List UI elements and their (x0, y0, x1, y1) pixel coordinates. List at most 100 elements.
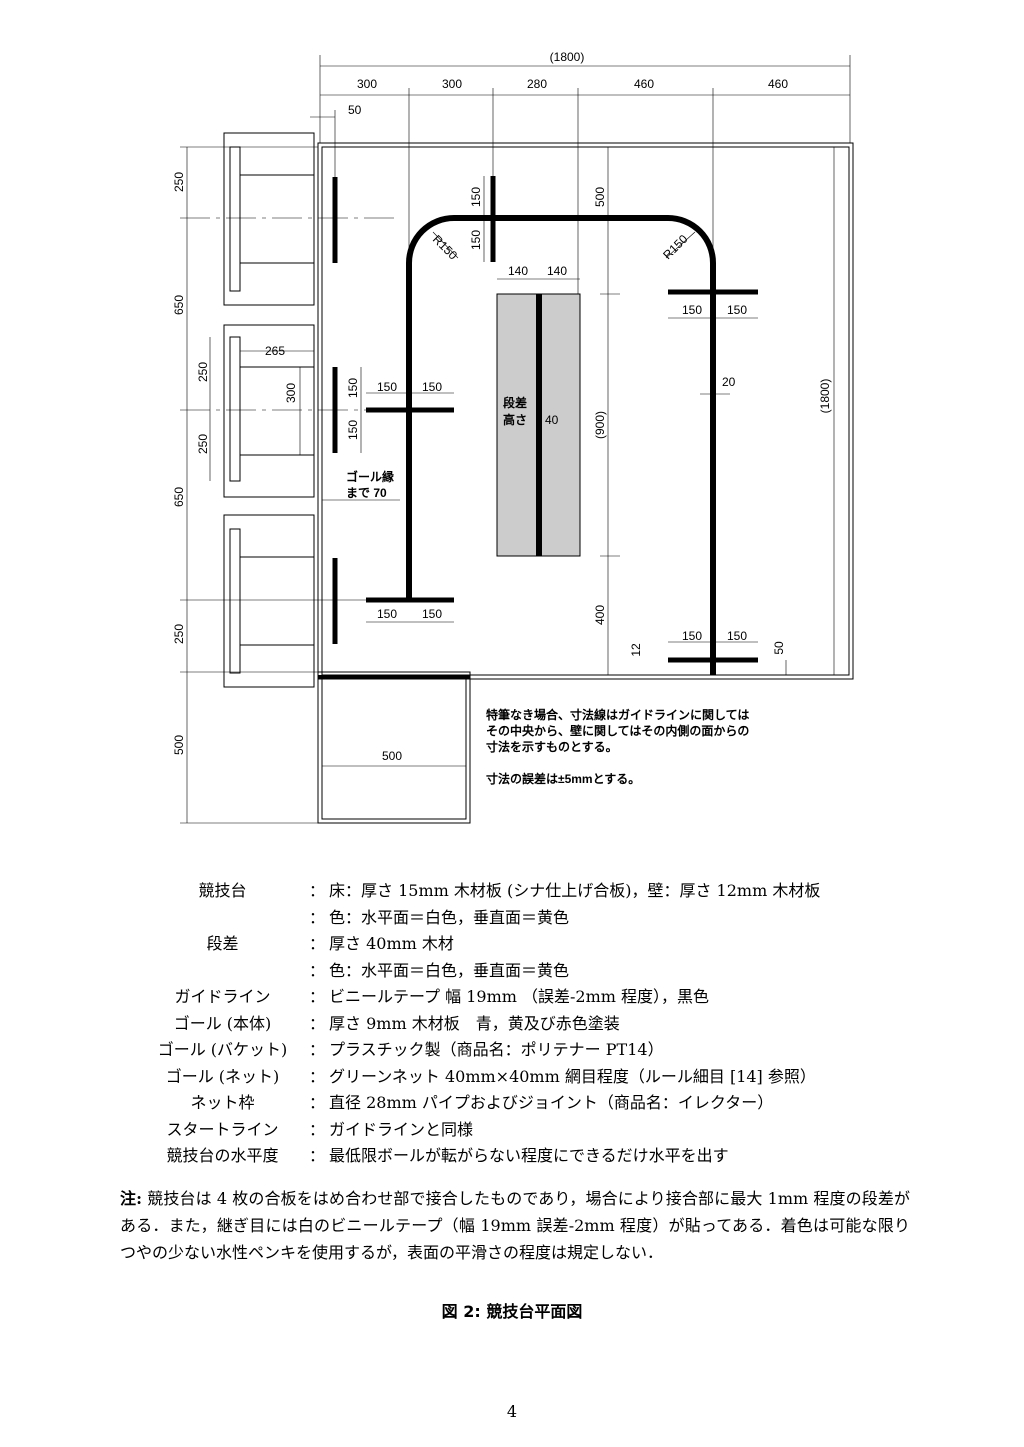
spec-row: 競技台の水平度：最低限ボールが転がらない程度にできるだけ水平を出す (140, 1141, 820, 1168)
goal-edge-label: ゴール縁 (346, 469, 394, 484)
dim-top-1: 300 (357, 77, 377, 91)
dim-start-width: 500 (382, 749, 402, 763)
field-wall (317, 142, 854, 824)
spec-row: 段差 ：厚さ 40mm 木材 (140, 929, 820, 956)
dim-400: 400 (593, 605, 607, 625)
spec-value: ガイドラインと同様 (329, 1119, 474, 1139)
diagram-note: 特筆なき場合、寸法線はガイドラインに関しては (486, 707, 749, 722)
dim-150: 150 (346, 420, 360, 440)
dim-50: 50 (772, 641, 786, 655)
note-body: 競技台は 4 枚の合板をはめ合わせ部で接合したものであり，場合により接合部に最大… (120, 1189, 910, 1262)
goal-h1: 250 (196, 362, 210, 382)
goal-edge-label: まで 70 (346, 486, 387, 500)
spec-colon: ： (308, 1066, 325, 1086)
dim-900: (900) (593, 411, 607, 439)
field-plan-diagram: (1800) 300 300 280 460 460 50 250 650 65… (172, 50, 854, 824)
spec-value: 厚さ 9mm 木材板 青，黄及び赤色塗装 (329, 1013, 620, 1033)
dim-left-4: 250 (172, 624, 186, 644)
tolerance-note: 寸法の誤差は±5mmとする。 (486, 771, 640, 786)
dimension-lines (180, 55, 851, 824)
spec-label: 競技台の水平度 (166, 1146, 279, 1166)
spec-row: ゴール (バケット) ：プラスチック製（商品名：ポリテナー PT14） (140, 1035, 820, 1062)
dim-20: 20 (722, 375, 736, 389)
dim-150: 150 (727, 629, 747, 643)
dim-150: 150 (682, 629, 702, 643)
guide-line (406, 215, 716, 675)
dim-150: 150 (346, 378, 360, 398)
dim-150: 150 (727, 303, 747, 317)
dim-150: 150 (377, 380, 397, 394)
dim-top-3: 280 (527, 77, 547, 91)
spec-colon: ： (308, 1146, 325, 1166)
spec-value: 色：水平面＝白色，垂直面＝黄色 (329, 960, 570, 980)
goals (223, 132, 315, 688)
spec-label: ガイドライン (174, 987, 271, 1007)
dim-total-width: (1800) (550, 50, 585, 64)
spec-colon: ： (308, 907, 325, 927)
dim-150: 150 (422, 607, 442, 621)
dim-top-4: 460 (634, 77, 654, 91)
step-label: 段差 (503, 395, 527, 410)
spec-label: ネット枠 (190, 1093, 255, 1113)
spec-colon: ： (308, 1013, 325, 1033)
goal-width: 265 (265, 344, 285, 358)
page-number: 4 (506, 1402, 518, 1421)
spec-colon: ： (308, 1040, 325, 1060)
spec-label: スタートライン (166, 1119, 279, 1139)
diagram-note: 寸法を示すものとする。 (486, 739, 618, 754)
dim-top-5: 460 (768, 77, 788, 91)
step-height: 40 (545, 413, 559, 427)
spec-label: ゴール (本体) (173, 1013, 272, 1033)
dim-1800: (1800) (818, 379, 832, 414)
spec-value: 床：厚さ 15mm 木材板 (シナ仕上げ合板)，壁：厚さ 12mm 木材板 (329, 881, 821, 901)
dim-left-5: 500 (172, 735, 186, 755)
spec-colon: ： (308, 881, 325, 901)
spec-row: スタートライン ：ガイドラインと同様 (140, 1115, 820, 1142)
dim-140: 140 (508, 264, 528, 278)
spec-row: ガイドライン：ビニールテープ 幅 19mm （誤差-2mm 程度），黒色 (140, 982, 820, 1009)
spec-row: ：色：水平面＝白色，垂直面＝黄色 (140, 956, 820, 983)
spec-label: ゴール (バケット) (157, 1040, 288, 1060)
dim-500: 500 (593, 187, 607, 207)
dim-140: 140 (547, 264, 567, 278)
dim-12: 12 (629, 643, 643, 657)
spec-value: 厚さ 40mm 木材 (329, 934, 454, 954)
spec-colon: ： (308, 1093, 325, 1113)
spec-colon: ： (308, 934, 325, 954)
spec-row: 競技台 ：床：厚さ 15mm 木材板 (シナ仕上げ合板)，壁：厚さ 12mm 木材… (140, 876, 820, 903)
dim-left-2: 650 (172, 295, 186, 315)
spec-value: 色：水平面＝白色，垂直面＝黄色 (329, 907, 570, 927)
spec-row: ネット枠 ：直径 28mm パイプおよびジョイント（商品名：イレクター） (140, 1088, 820, 1115)
radius-label-2: R150 (660, 232, 690, 262)
spec-colon: ： (308, 960, 325, 980)
spec-colon: ： (308, 1119, 325, 1139)
spec-label: 競技台 (198, 881, 247, 901)
radius-label: R150 (430, 232, 460, 262)
goal-h2: 250 (196, 434, 210, 454)
spec-value: グリーンネット 40mm×40mm 網目程度（ルール細目 [14] 参照） (329, 1066, 816, 1086)
spec-value: 直径 28mm パイプおよびジョイント（商品名：イレクター） (329, 1093, 774, 1113)
dim-150: 150 (682, 303, 702, 317)
dim-left-1: 250 (172, 172, 186, 192)
spec-value: プラスチック製（商品名：ポリテナー PT14） (329, 1040, 664, 1060)
dim-top-50: 50 (348, 103, 362, 117)
spec-row: ゴール (ネット) ：グリーンネット 40mm×40mm 網目程度（ルール細目 [… (140, 1062, 820, 1089)
figure-caption: 図 2: 競技台平面図 (441, 1302, 583, 1321)
dim-top-2: 300 (442, 77, 462, 91)
spec-list: 競技台：床：厚さ 15mm 木材板 (シナ仕上げ合板)，壁：厚さ 12mm 木材… (140, 876, 821, 1168)
spec-label: 段差 (206, 934, 239, 954)
note-head: 注: (120, 1189, 143, 1208)
spec-row: ：色：水平面＝白色，垂直面＝黄色 (140, 903, 820, 930)
dim-left-3: 650 (172, 487, 186, 507)
spec-colon: ： (308, 987, 325, 1007)
step-label: 高さ (503, 412, 527, 427)
spec-label: ゴール (ネット) (165, 1066, 280, 1086)
dim-150: 150 (469, 230, 483, 250)
dim-150: 150 (422, 380, 442, 394)
dim-150: 150 (469, 187, 483, 207)
dim-150: 150 (377, 607, 397, 621)
note-paragraph: 注: 競技台は 4 枚の合板をはめ合わせ部で接合したものであり，場合により接合部… (120, 1185, 910, 1266)
goal-opening: 300 (284, 383, 298, 403)
spec-row: ゴール (本体) ：厚さ 9mm 木材板 青，黄及び赤色塗装 (140, 1009, 820, 1036)
